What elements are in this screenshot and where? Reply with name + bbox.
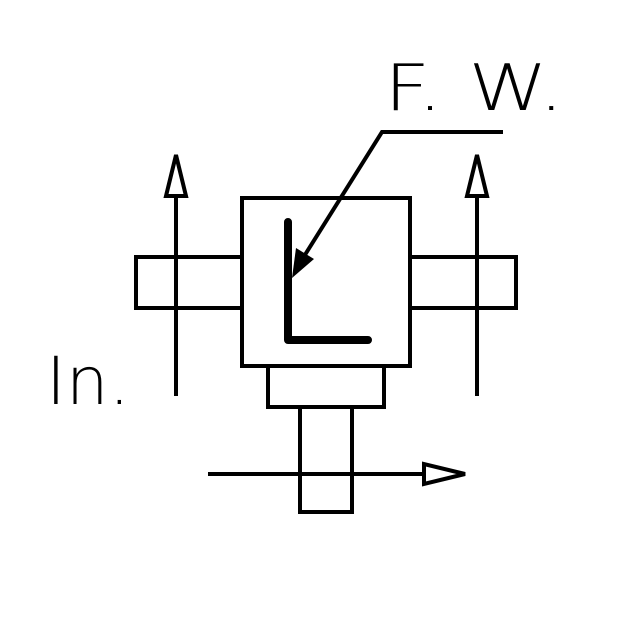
flywheel-leader bbox=[292, 130, 503, 278]
flywheel-label: F. W. bbox=[384, 52, 564, 126]
input-rotation-arrow bbox=[208, 461, 466, 487]
input-flange bbox=[266, 364, 386, 409]
bevel-gear-symbol bbox=[284, 218, 372, 344]
left-rotation-arrow bbox=[163, 154, 189, 396]
input-label: In. bbox=[46, 343, 130, 420]
right-output-shaft bbox=[408, 255, 518, 310]
input-shaft bbox=[298, 405, 354, 514]
left-output-shaft bbox=[134, 255, 244, 310]
right-rotation-arrow bbox=[464, 154, 490, 396]
